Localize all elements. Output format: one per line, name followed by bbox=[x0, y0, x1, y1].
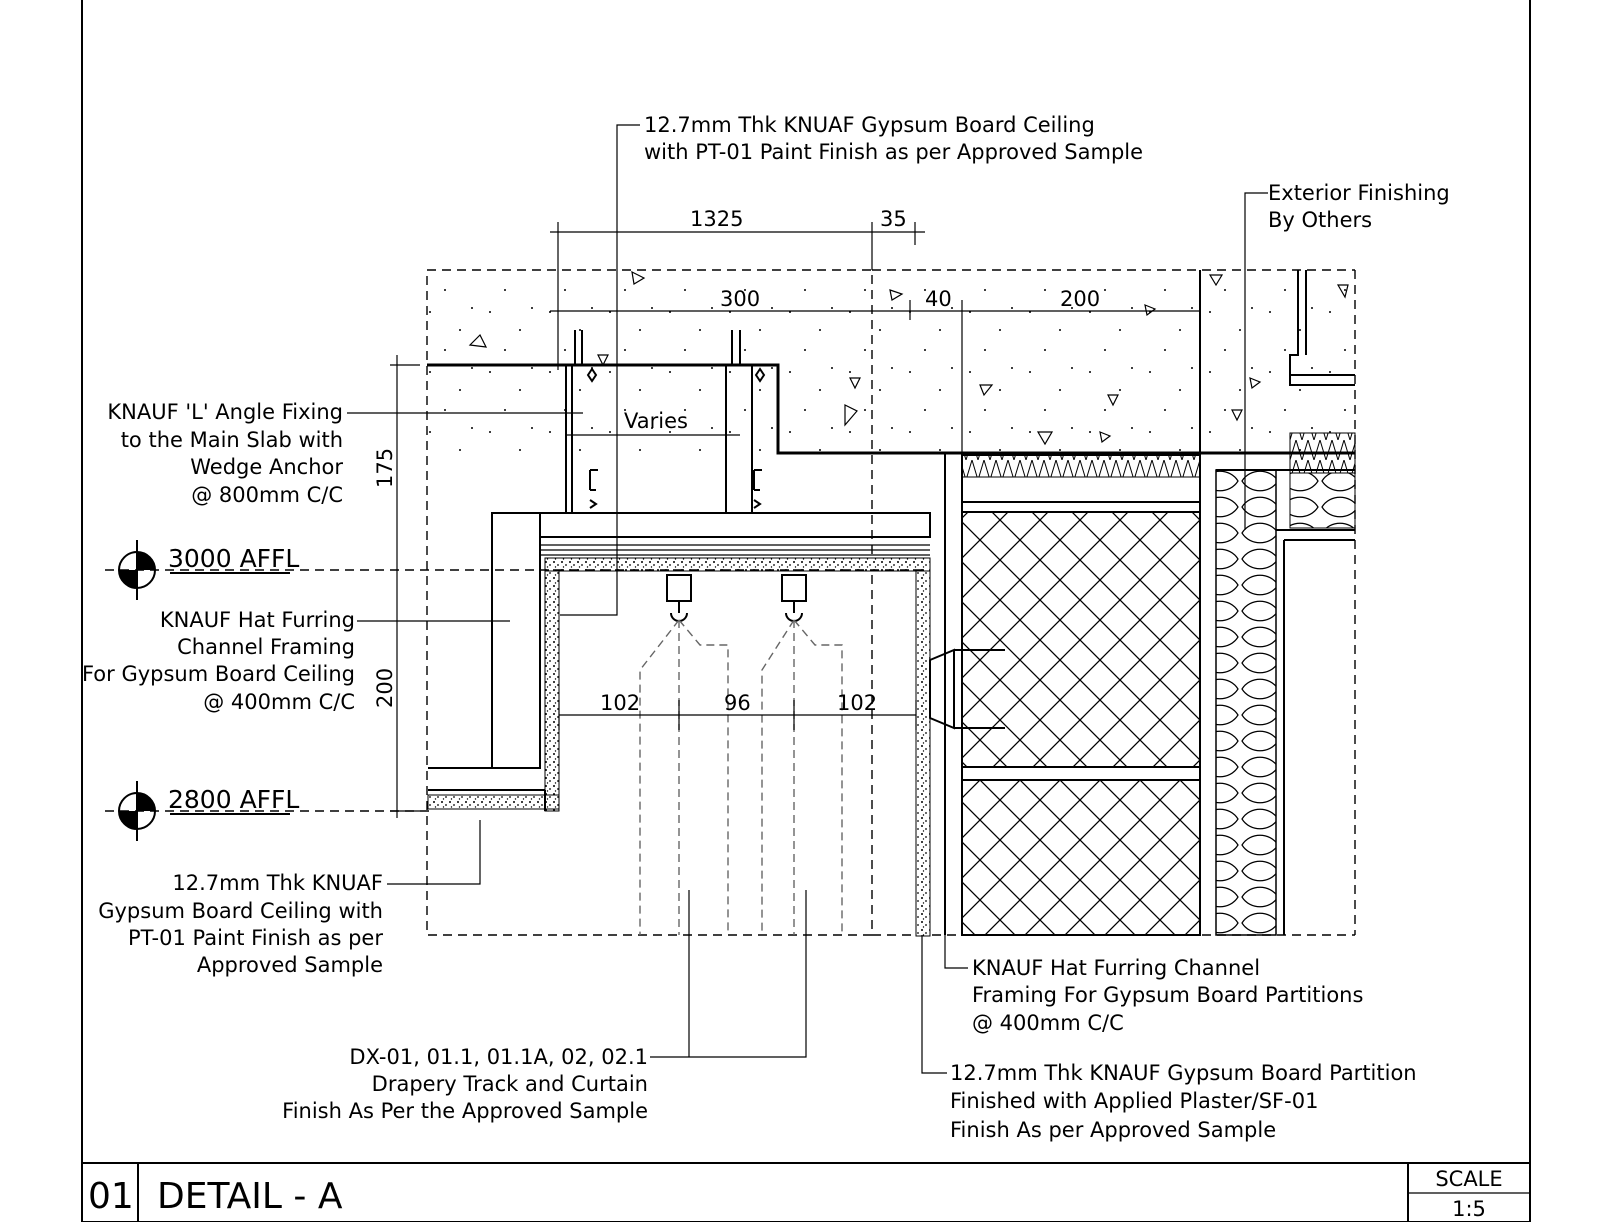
svg-text:By Others: By Others bbox=[1268, 208, 1372, 232]
svg-text:KNAUF Hat Furring Channel: KNAUF Hat Furring Channel bbox=[972, 956, 1260, 980]
dim-96: 96 bbox=[724, 691, 751, 715]
svg-text:PT-01 Paint Finish as per: PT-01 Paint Finish as per bbox=[128, 926, 383, 950]
dim-1325: 1325 bbox=[690, 207, 743, 231]
dim-300: 300 bbox=[720, 287, 760, 311]
dim-102-left: 102 bbox=[600, 691, 640, 715]
svg-text:KNAUF Hat Furring: KNAUF Hat Furring bbox=[160, 608, 355, 632]
svg-text:@ 400mm C/C: @ 400mm C/C bbox=[972, 1011, 1124, 1035]
svg-text:to the Main Slab with: to the Main Slab with bbox=[121, 428, 343, 452]
svg-text:Exterior Finishing: Exterior Finishing bbox=[1268, 181, 1450, 205]
sheet-frame bbox=[81, 0, 1531, 1222]
svg-text:Wedge Anchor: Wedge Anchor bbox=[190, 455, 343, 479]
detail-title: DETAIL - A bbox=[157, 1176, 343, 1217]
level-label-2800: 2800 AFFL bbox=[168, 785, 299, 814]
dim-35: 35 bbox=[880, 207, 907, 231]
svg-text:Drapery Track and Curtain: Drapery Track and Curtain bbox=[372, 1072, 648, 1096]
level-marker-2800 bbox=[105, 781, 430, 841]
svg-text:12.7mm Thk KNUAF: 12.7mm Thk KNUAF bbox=[172, 871, 383, 895]
svg-text:Channel Framing: Channel Framing bbox=[177, 635, 355, 659]
angle-fixings bbox=[565, 330, 766, 513]
svg-text:Finish As per Approved Sample: Finish As per Approved Sample bbox=[950, 1118, 1276, 1142]
title-block: 01 DETAIL - A SCALE 1:5 bbox=[88, 1163, 1530, 1222]
level-marker-3000 bbox=[105, 540, 930, 600]
ceiling-framing bbox=[427, 512, 931, 937]
dim-175: 175 bbox=[373, 448, 397, 488]
svg-text:12.7mm Thk KNUAF Gypsum Board: 12.7mm Thk KNUAF Gypsum Board Ceiling bbox=[644, 113, 1095, 137]
exterior-wall bbox=[1215, 270, 1356, 936]
scale-label: SCALE bbox=[1435, 1167, 1502, 1191]
svg-text:12.7mm Thk KNAUF Gypsum Board: 12.7mm Thk KNAUF Gypsum Board Partition bbox=[950, 1061, 1417, 1085]
note-ceiling-top: 12.7mm Thk KNUAF Gypsum Board Ceiling wi… bbox=[644, 113, 1143, 164]
dim-varies: Varies bbox=[624, 409, 688, 433]
svg-text:KNAUF 'L' Angle Fixing: KNAUF 'L' Angle Fixing bbox=[107, 400, 343, 424]
dim-102-right: 102 bbox=[837, 691, 877, 715]
note-angle-fixing: KNAUF 'L' Angle Fixing to the Main Slab … bbox=[107, 400, 343, 507]
svg-text:Approved Sample: Approved Sample bbox=[197, 953, 383, 977]
partition-wall bbox=[929, 453, 1201, 936]
note-hat-furring-ceiling: KNAUF Hat Furring Channel Framing For Gy… bbox=[82, 608, 355, 714]
detail-number: 01 bbox=[88, 1176, 134, 1217]
svg-text:For Gypsum Board Ceiling: For Gypsum Board Ceiling bbox=[82, 662, 355, 686]
svg-text:DX-01, 01.1, 01.1A, 02, 02.1: DX-01, 01.1, 01.1A, 02, 02.1 bbox=[349, 1045, 648, 1069]
dim-200-side: 200 bbox=[373, 668, 397, 708]
scale-value: 1:5 bbox=[1452, 1197, 1486, 1221]
note-hat-furring-partition: KNAUF Hat Furring Channel Framing For Gy… bbox=[972, 956, 1363, 1035]
drapery-tracks bbox=[639, 574, 843, 935]
svg-text:Finished with Applied Plaster/: Finished with Applied Plaster/SF-01 bbox=[950, 1089, 1318, 1113]
dimension-lines bbox=[390, 222, 1201, 818]
svg-text:@ 400mm C/C: @ 400mm C/C bbox=[203, 690, 355, 714]
note-ceiling-lower: 12.7mm Thk KNUAF Gypsum Board Ceiling wi… bbox=[98, 871, 383, 977]
svg-text:Framing For Gypsum Board Parti: Framing For Gypsum Board Partitions bbox=[972, 983, 1363, 1007]
level-label-3000: 3000 AFFL bbox=[168, 544, 299, 573]
svg-text:@ 800mm C/C: @ 800mm C/C bbox=[191, 483, 343, 507]
note-exterior-finishing: Exterior Finishing By Others bbox=[1268, 181, 1450, 232]
note-partition: 12.7mm Thk KNAUF Gypsum Board Partition … bbox=[950, 1061, 1417, 1142]
svg-text:Finish As Per the Approved Sam: Finish As Per the Approved Sample bbox=[282, 1099, 648, 1123]
dim-200-top: 200 bbox=[1060, 287, 1100, 311]
dim-40: 40 bbox=[925, 287, 952, 311]
svg-text:with PT-01 Paint Finish as per: with PT-01 Paint Finish as per Approved … bbox=[644, 140, 1143, 164]
svg-text:Gypsum Board Ceiling with: Gypsum Board Ceiling with bbox=[98, 899, 383, 923]
note-drapery: DX-01, 01.1, 01.1A, 02, 02.1 Drapery Tra… bbox=[282, 1045, 648, 1123]
leader-lines bbox=[347, 124, 1268, 1074]
